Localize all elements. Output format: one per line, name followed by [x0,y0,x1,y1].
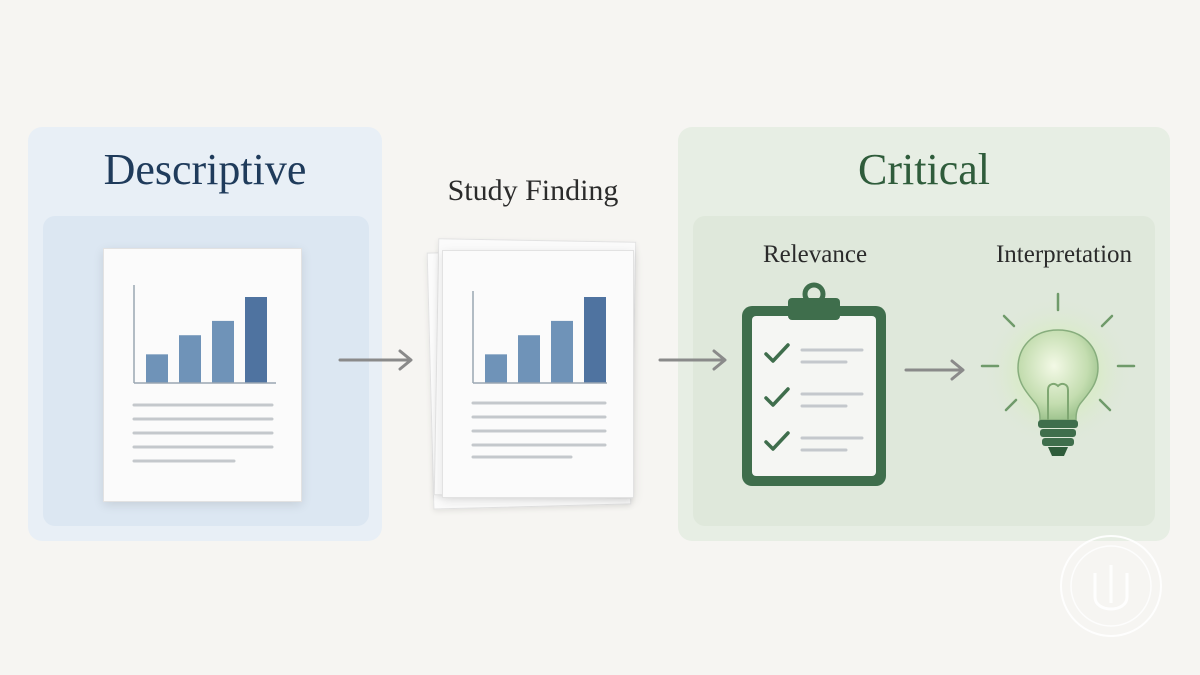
chart-bar [179,335,201,383]
interpretation-label: Interpretation [995,241,1133,268]
text-lines [132,403,274,463]
arrow-right-icon [338,349,413,371]
chart-bar [551,320,573,383]
chart-bar [212,320,234,383]
chart-bar [584,297,606,383]
chart-bar [146,354,168,383]
checkmark-icon [764,343,790,363]
descriptive-document [103,248,302,502]
study-finding-title: Study Finding [447,174,619,207]
descriptive-title: Descriptive [103,145,307,194]
arrow-right-icon [904,359,965,381]
lightbulb-icon [980,292,1136,456]
chart-bar [518,335,540,383]
text-lines [471,401,607,459]
arrow-right-icon [658,349,727,371]
clipboard-checklist-icon [742,282,886,486]
critical-title: Critical [858,145,990,194]
chart-bar [485,354,507,383]
light-rays [980,292,1136,412]
watermark-emblem-icon [1060,535,1162,637]
checkmark-icon [764,431,790,451]
bar-chart-document-icon [132,285,276,463]
bar-chart-document-icon [471,291,607,459]
chart-bar [245,297,267,383]
checkmark-icon [764,387,790,407]
relevance-label: Relevance [762,241,868,268]
study-finding-document [442,250,634,498]
